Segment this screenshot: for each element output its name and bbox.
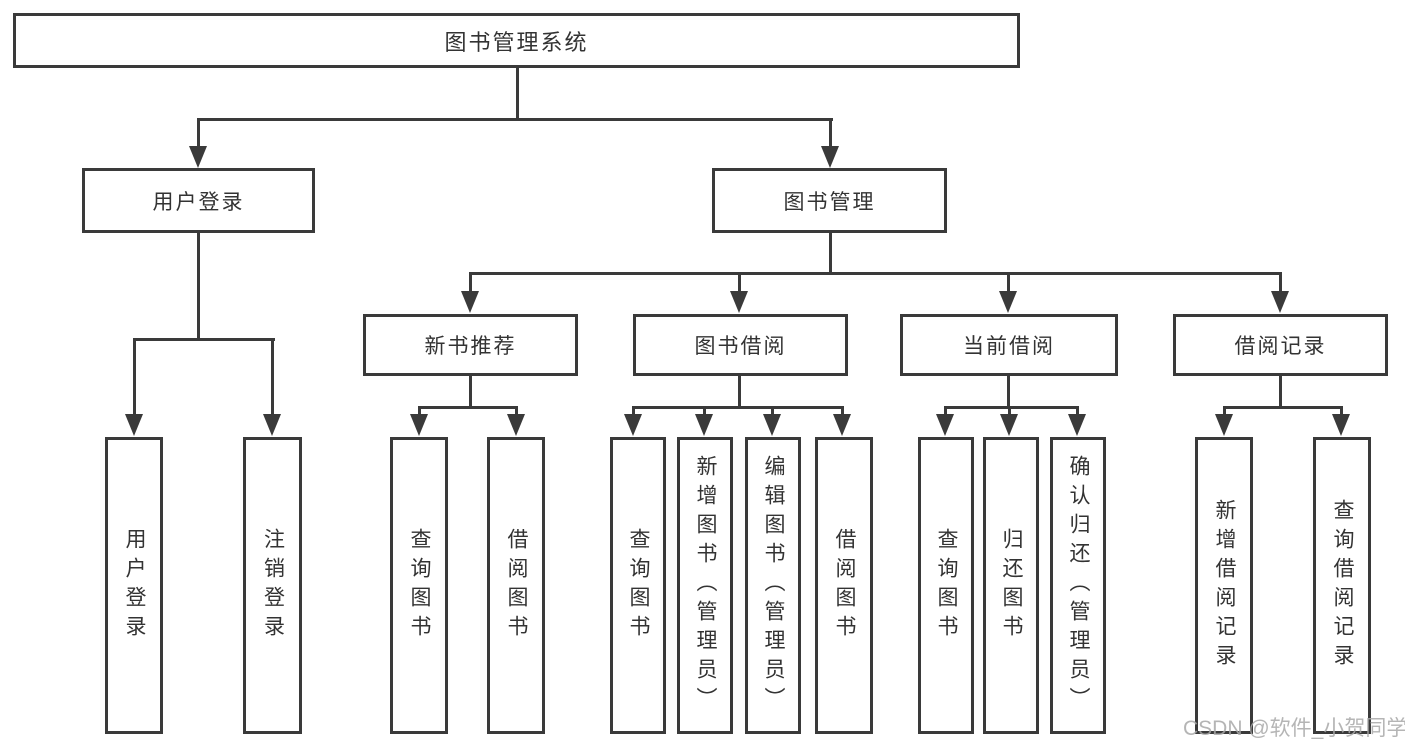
leaf-user-login: 用户登录 <box>105 437 163 734</box>
connector-line <box>1279 376 1282 408</box>
arrowhead-down <box>833 414 851 436</box>
arrowhead-down <box>936 414 954 436</box>
node-label: 借阅记录 <box>1234 335 1327 358</box>
connector-line <box>271 340 274 416</box>
leaf-label: 注销登录 <box>261 527 285 644</box>
node-label: 图书借阅 <box>694 335 787 358</box>
connector-line <box>133 338 275 341</box>
connector-line <box>133 340 136 416</box>
connector-line <box>197 118 833 121</box>
arrowhead-down <box>125 414 143 436</box>
leaf-label: 用户登录 <box>123 527 146 644</box>
leaf-add-borrow-record: 新增借阅记录 <box>1195 437 1253 734</box>
connector-line <box>1007 274 1010 294</box>
leaf-borrow-books-recommend: 借阅图书 <box>487 437 545 734</box>
leaf-label: 查询图书 <box>627 527 650 644</box>
connector-line <box>1223 408 1226 416</box>
node-label: 图书管理系统 <box>444 29 589 55</box>
connector-line <box>841 408 844 416</box>
leaf-label: 编辑图书（管理员） <box>762 455 785 716</box>
connector-line <box>1223 406 1343 409</box>
leaf-return-books: 归还图书 <box>983 437 1039 734</box>
node-book-management: 图书管理 <box>712 168 947 233</box>
connector-line <box>469 274 472 294</box>
connector-line <box>418 408 421 416</box>
node-label: 图书管理 <box>783 190 876 214</box>
node-new-book-recommendation: 新书推荐 <box>363 314 578 376</box>
leaf-edit-books-admin: 编辑图书（管理员） <box>745 437 801 734</box>
connector-line <box>469 376 472 408</box>
connector-line <box>632 408 635 416</box>
arrowhead-down <box>695 414 713 436</box>
connector-line <box>632 406 844 409</box>
node-user-login: 用户登录 <box>82 168 315 233</box>
node-current-borrowing: 当前借阅 <box>900 314 1118 376</box>
leaf-label: 新增借阅记录 <box>1213 498 1236 673</box>
leaf-borrow-books: 借阅图书 <box>815 437 873 734</box>
arrowhead-down <box>1068 414 1086 436</box>
leaf-label: 新增图书（管理员） <box>694 455 717 716</box>
arrowhead-down <box>999 291 1017 313</box>
leaf-label: 查询图书 <box>408 527 431 644</box>
leaf-label: 借阅图书 <box>833 527 856 644</box>
connector-line <box>1076 408 1079 416</box>
connector-line <box>1340 408 1343 416</box>
connector-line <box>829 120 832 148</box>
arrowhead-down <box>410 414 428 436</box>
arrowhead-down <box>624 414 642 436</box>
connector-line <box>418 406 518 409</box>
node-book-borrowing: 图书借阅 <box>633 314 848 376</box>
csdn-watermark: CSDN @软件_小贺同学 <box>1183 717 1405 740</box>
connector-line <box>944 408 947 416</box>
arrowhead-down <box>1332 414 1350 436</box>
connector-line <box>197 233 200 341</box>
connector-line <box>1008 408 1011 416</box>
leaf-query-books-recommend: 查询图书 <box>390 437 448 734</box>
arrowhead-down <box>461 291 479 313</box>
node-label: 用户登录 <box>152 190 245 214</box>
arrowhead-down <box>189 146 207 168</box>
connector-line <box>944 406 1079 409</box>
leaf-query-books-current: 查询图书 <box>918 437 974 734</box>
leaf-logout: 注销登录 <box>243 437 302 734</box>
connector-line <box>738 376 741 408</box>
connector-line <box>1279 274 1282 294</box>
node-library-management-system: 图书管理系统 <box>13 13 1020 68</box>
leaf-query-borrow-record: 查询借阅记录 <box>1313 437 1371 734</box>
arrowhead-down <box>821 146 839 168</box>
node-label: 当前借阅 <box>963 335 1055 358</box>
connector-line <box>515 408 518 416</box>
node-borrowing-records: 借阅记录 <box>1173 314 1388 376</box>
leaf-label: 查询图书 <box>935 527 958 644</box>
connector-line <box>703 408 706 416</box>
arrowhead-down <box>763 414 781 436</box>
connector-line <box>1007 376 1010 408</box>
connector-line <box>829 233 832 275</box>
leaf-label: 查询借阅记录 <box>1331 498 1354 673</box>
connector-line <box>469 272 1282 275</box>
connector-line <box>771 408 774 416</box>
connector-line <box>738 274 741 294</box>
arrowhead-down <box>1000 414 1018 436</box>
node-label: 新书推荐 <box>424 335 517 358</box>
leaf-add-books-admin: 新增图书（管理员） <box>677 437 733 734</box>
arrowhead-down <box>263 414 281 436</box>
leaf-label: 确认归还（管理员） <box>1067 455 1090 716</box>
leaf-confirm-return-admin: 确认归还（管理员） <box>1050 437 1106 734</box>
arrowhead-down <box>507 414 525 436</box>
connector-line <box>197 120 200 148</box>
arrowhead-down <box>730 291 748 313</box>
leaf-label: 归还图书 <box>1000 527 1023 644</box>
connector-line <box>516 68 519 120</box>
leaf-label: 借阅图书 <box>505 527 528 644</box>
arrowhead-down <box>1215 414 1233 436</box>
arrowhead-down <box>1271 291 1289 313</box>
leaf-query-books-borrowing: 查询图书 <box>610 437 666 734</box>
